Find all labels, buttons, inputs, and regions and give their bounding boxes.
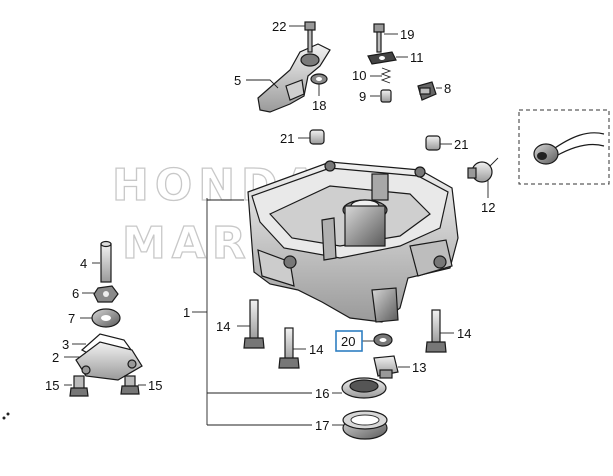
- washer-part-18[interactable]: [310, 73, 328, 85]
- callout-19[interactable]: 19: [400, 27, 414, 42]
- plate-part-11[interactable]: [367, 51, 397, 65]
- callout-2[interactable]: 2: [52, 350, 59, 365]
- callout-5[interactable]: 5: [234, 73, 241, 88]
- inset-detail-box: [518, 109, 610, 185]
- callout-15-right[interactable]: 15: [148, 378, 162, 393]
- sensor-part-8[interactable]: [417, 81, 437, 101]
- bolt-part-15-right[interactable]: [120, 375, 140, 395]
- callout-6[interactable]: 6: [72, 286, 79, 301]
- highlight-box-part-20: [335, 330, 363, 352]
- callout-21-left[interactable]: 21: [280, 131, 294, 146]
- callout-18[interactable]: 18: [312, 98, 326, 113]
- bracket-part-5[interactable]: [257, 43, 331, 113]
- callout-20[interactable]: 20: [341, 334, 355, 349]
- callout-21-right[interactable]: 21: [454, 137, 468, 152]
- seal-part-7[interactable]: [91, 308, 121, 328]
- callout-8[interactable]: 8: [444, 81, 451, 96]
- bearing-part-16[interactable]: [341, 377, 387, 399]
- callout-16[interactable]: 16: [315, 386, 329, 401]
- nut-part-6[interactable]: [93, 285, 119, 303]
- cover-part-2[interactable]: [75, 341, 143, 381]
- bolt-part-14-a[interactable]: [243, 299, 265, 349]
- callout-labels: 22 5 18 19 11 10 9 8 21 21 12 4 6 7 3 2 …: [45, 19, 495, 433]
- leader-lines: [64, 25, 489, 426]
- callout-7[interactable]: 7: [68, 311, 75, 326]
- callout-15-left[interactable]: 15: [45, 378, 59, 393]
- bolt-part-14-b[interactable]: [278, 327, 300, 369]
- pin-part-9[interactable]: [380, 89, 392, 103]
- bolt-part-14-c[interactable]: [425, 309, 447, 353]
- bolt-part-19[interactable]: [373, 23, 385, 53]
- callout-4[interactable]: 4: [80, 256, 87, 271]
- bolt-part-15-left[interactable]: [69, 375, 89, 397]
- callout-17[interactable]: 17: [315, 418, 329, 433]
- callout-14-b[interactable]: 14: [309, 342, 323, 357]
- edge-marks: [2, 412, 10, 420]
- drain-bolt-part-13[interactable]: [373, 355, 399, 379]
- callout-1[interactable]: 1: [183, 305, 190, 320]
- oil-case[interactable]: [247, 160, 459, 323]
- callout-3[interactable]: 3: [62, 337, 69, 352]
- spring-part-10[interactable]: [380, 67, 392, 84]
- washer-part-20[interactable]: [373, 333, 393, 347]
- dowel-pin-part-21-right[interactable]: [425, 135, 441, 151]
- callout-22[interactable]: 22: [272, 19, 286, 34]
- callout-9[interactable]: 9: [359, 89, 366, 104]
- callout-14-c[interactable]: 14: [457, 326, 471, 341]
- oil-seal-part-17[interactable]: [342, 410, 388, 440]
- callout-14-a[interactable]: 14: [216, 319, 230, 334]
- pipe-part-4[interactable]: [100, 240, 112, 283]
- callout-11[interactable]: 11: [410, 50, 424, 65]
- callout-13[interactable]: 13: [412, 360, 426, 375]
- callout-10[interactable]: 10: [352, 68, 366, 83]
- oil-switch-part-12[interactable]: [467, 157, 499, 183]
- dowel-pin-part-21-left[interactable]: [309, 129, 325, 145]
- callout-12[interactable]: 12: [481, 200, 495, 215]
